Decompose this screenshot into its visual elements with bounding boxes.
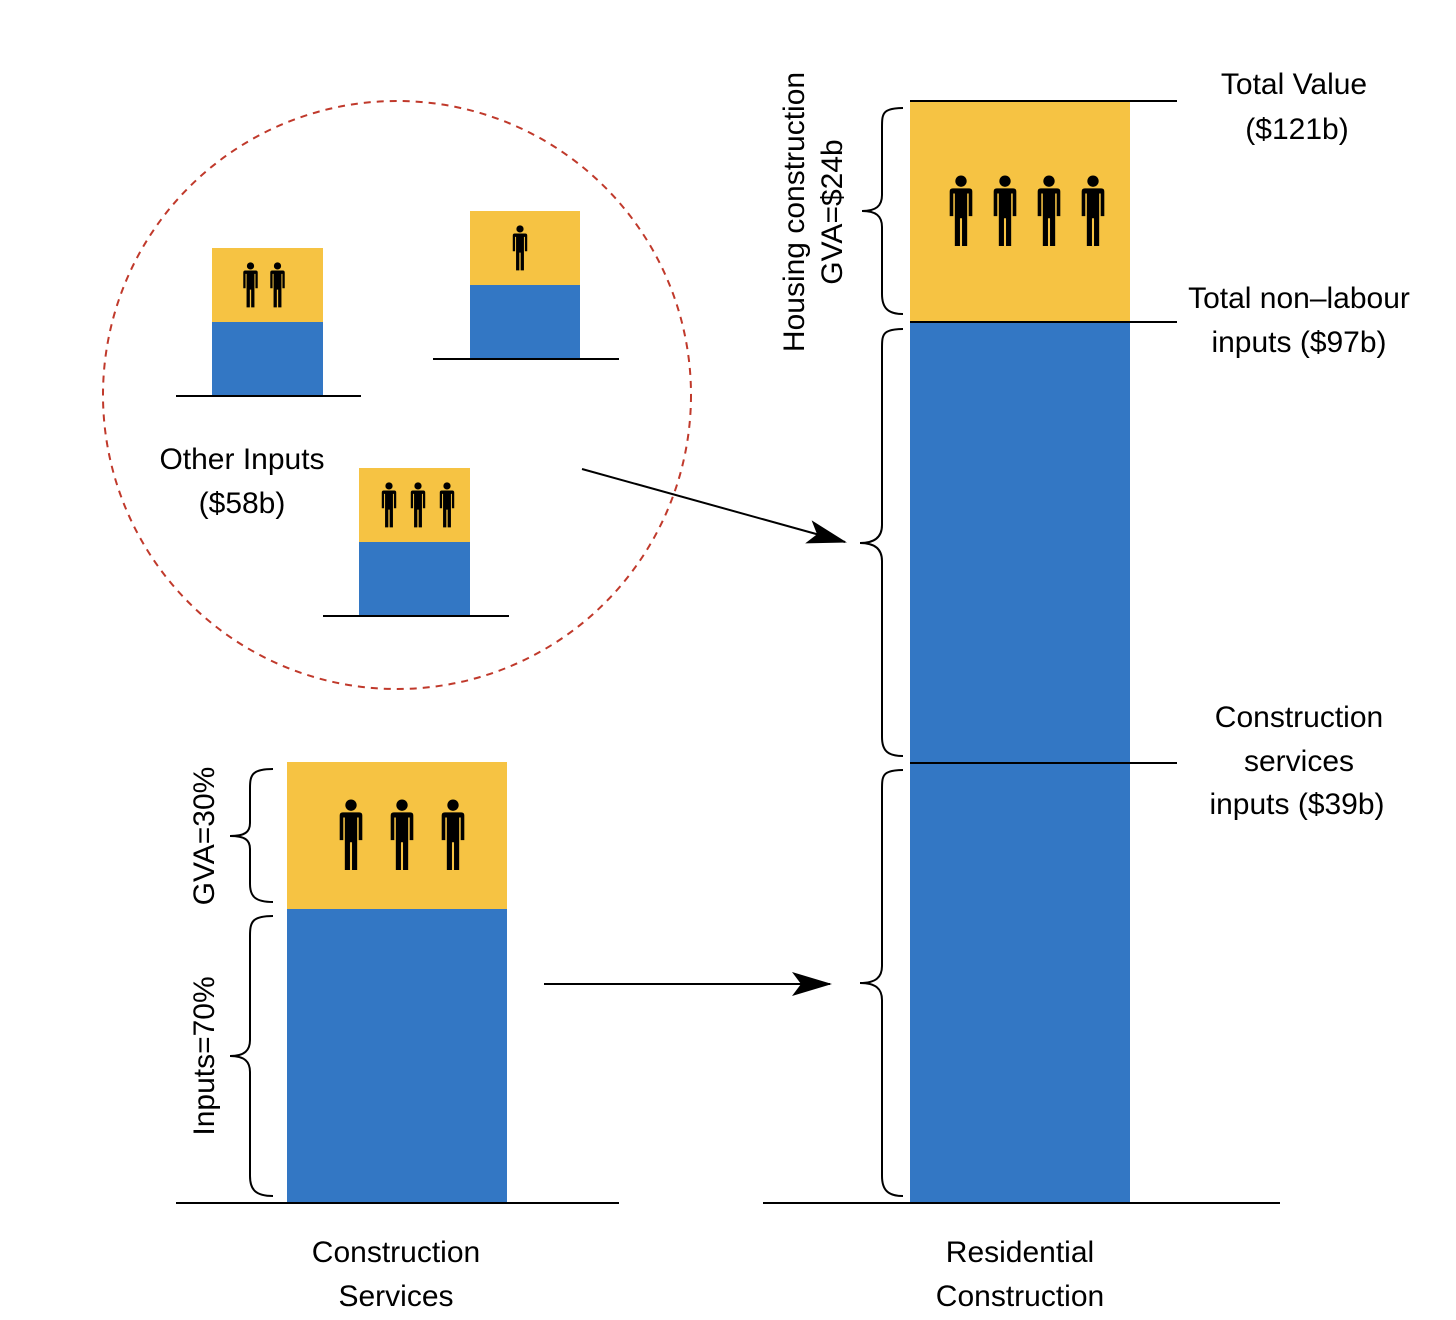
mini-bar-1-inputs bbox=[212, 322, 323, 396]
cs-inputs-label: Inputs=70% bbox=[188, 976, 221, 1135]
construction-services-inputs-segment bbox=[287, 909, 507, 1203]
residential-nonlabour-brace bbox=[859, 328, 904, 757]
mini-bar-3 bbox=[359, 468, 470, 616]
mini-bar-3-inputs bbox=[359, 542, 470, 616]
services-label-line2: services bbox=[1244, 745, 1354, 778]
residential-axis-label-line1: Residential bbox=[946, 1236, 1094, 1269]
nonlabour-label-line1: Total non–labour bbox=[1188, 282, 1410, 315]
mini-bar-2 bbox=[470, 211, 580, 359]
construction-services-label-line1: Construction bbox=[312, 1236, 480, 1269]
total-value-label-line2: ($121b) bbox=[1245, 113, 1348, 146]
nonlabour-label-line2: inputs ($97b) bbox=[1211, 326, 1386, 359]
cs-gva-label: GVA=30% bbox=[188, 767, 221, 906]
residential-services-brace bbox=[859, 769, 904, 1197]
residential-bar bbox=[910, 101, 1130, 1203]
cs-inputs-brace bbox=[229, 915, 274, 1197]
residential-nonlabour-segment bbox=[910, 322, 1130, 763]
mini-bar-1 bbox=[212, 248, 323, 396]
residential-axis-label-line2: Construction bbox=[936, 1280, 1104, 1313]
construction-services-bar bbox=[287, 762, 507, 1203]
services-label-line3: inputs ($39b) bbox=[1209, 788, 1384, 821]
other-inputs-circle bbox=[102, 100, 692, 690]
mini-bar-1-gva bbox=[212, 248, 323, 322]
total-value-label-line1: Total Value bbox=[1221, 68, 1367, 101]
other-inputs-label-line1: Other Inputs bbox=[159, 443, 324, 476]
mini-bar-2-inputs bbox=[470, 285, 580, 359]
residential-gva-brace bbox=[861, 107, 904, 315]
cs-gva-brace bbox=[229, 768, 274, 903]
housing-gva-label-line1: Housing construction bbox=[778, 72, 811, 352]
construction-services-label-line2: Services bbox=[338, 1280, 453, 1313]
other-inputs-label-line2: ($58b) bbox=[199, 487, 286, 520]
arrow-other-inputs-to-nonlabour bbox=[581, 468, 847, 544]
residential-services-segment bbox=[910, 763, 1130, 1203]
housing-gva-label-line2: GVA=$24b bbox=[816, 139, 849, 284]
services-label-line1: Construction bbox=[1215, 701, 1383, 734]
